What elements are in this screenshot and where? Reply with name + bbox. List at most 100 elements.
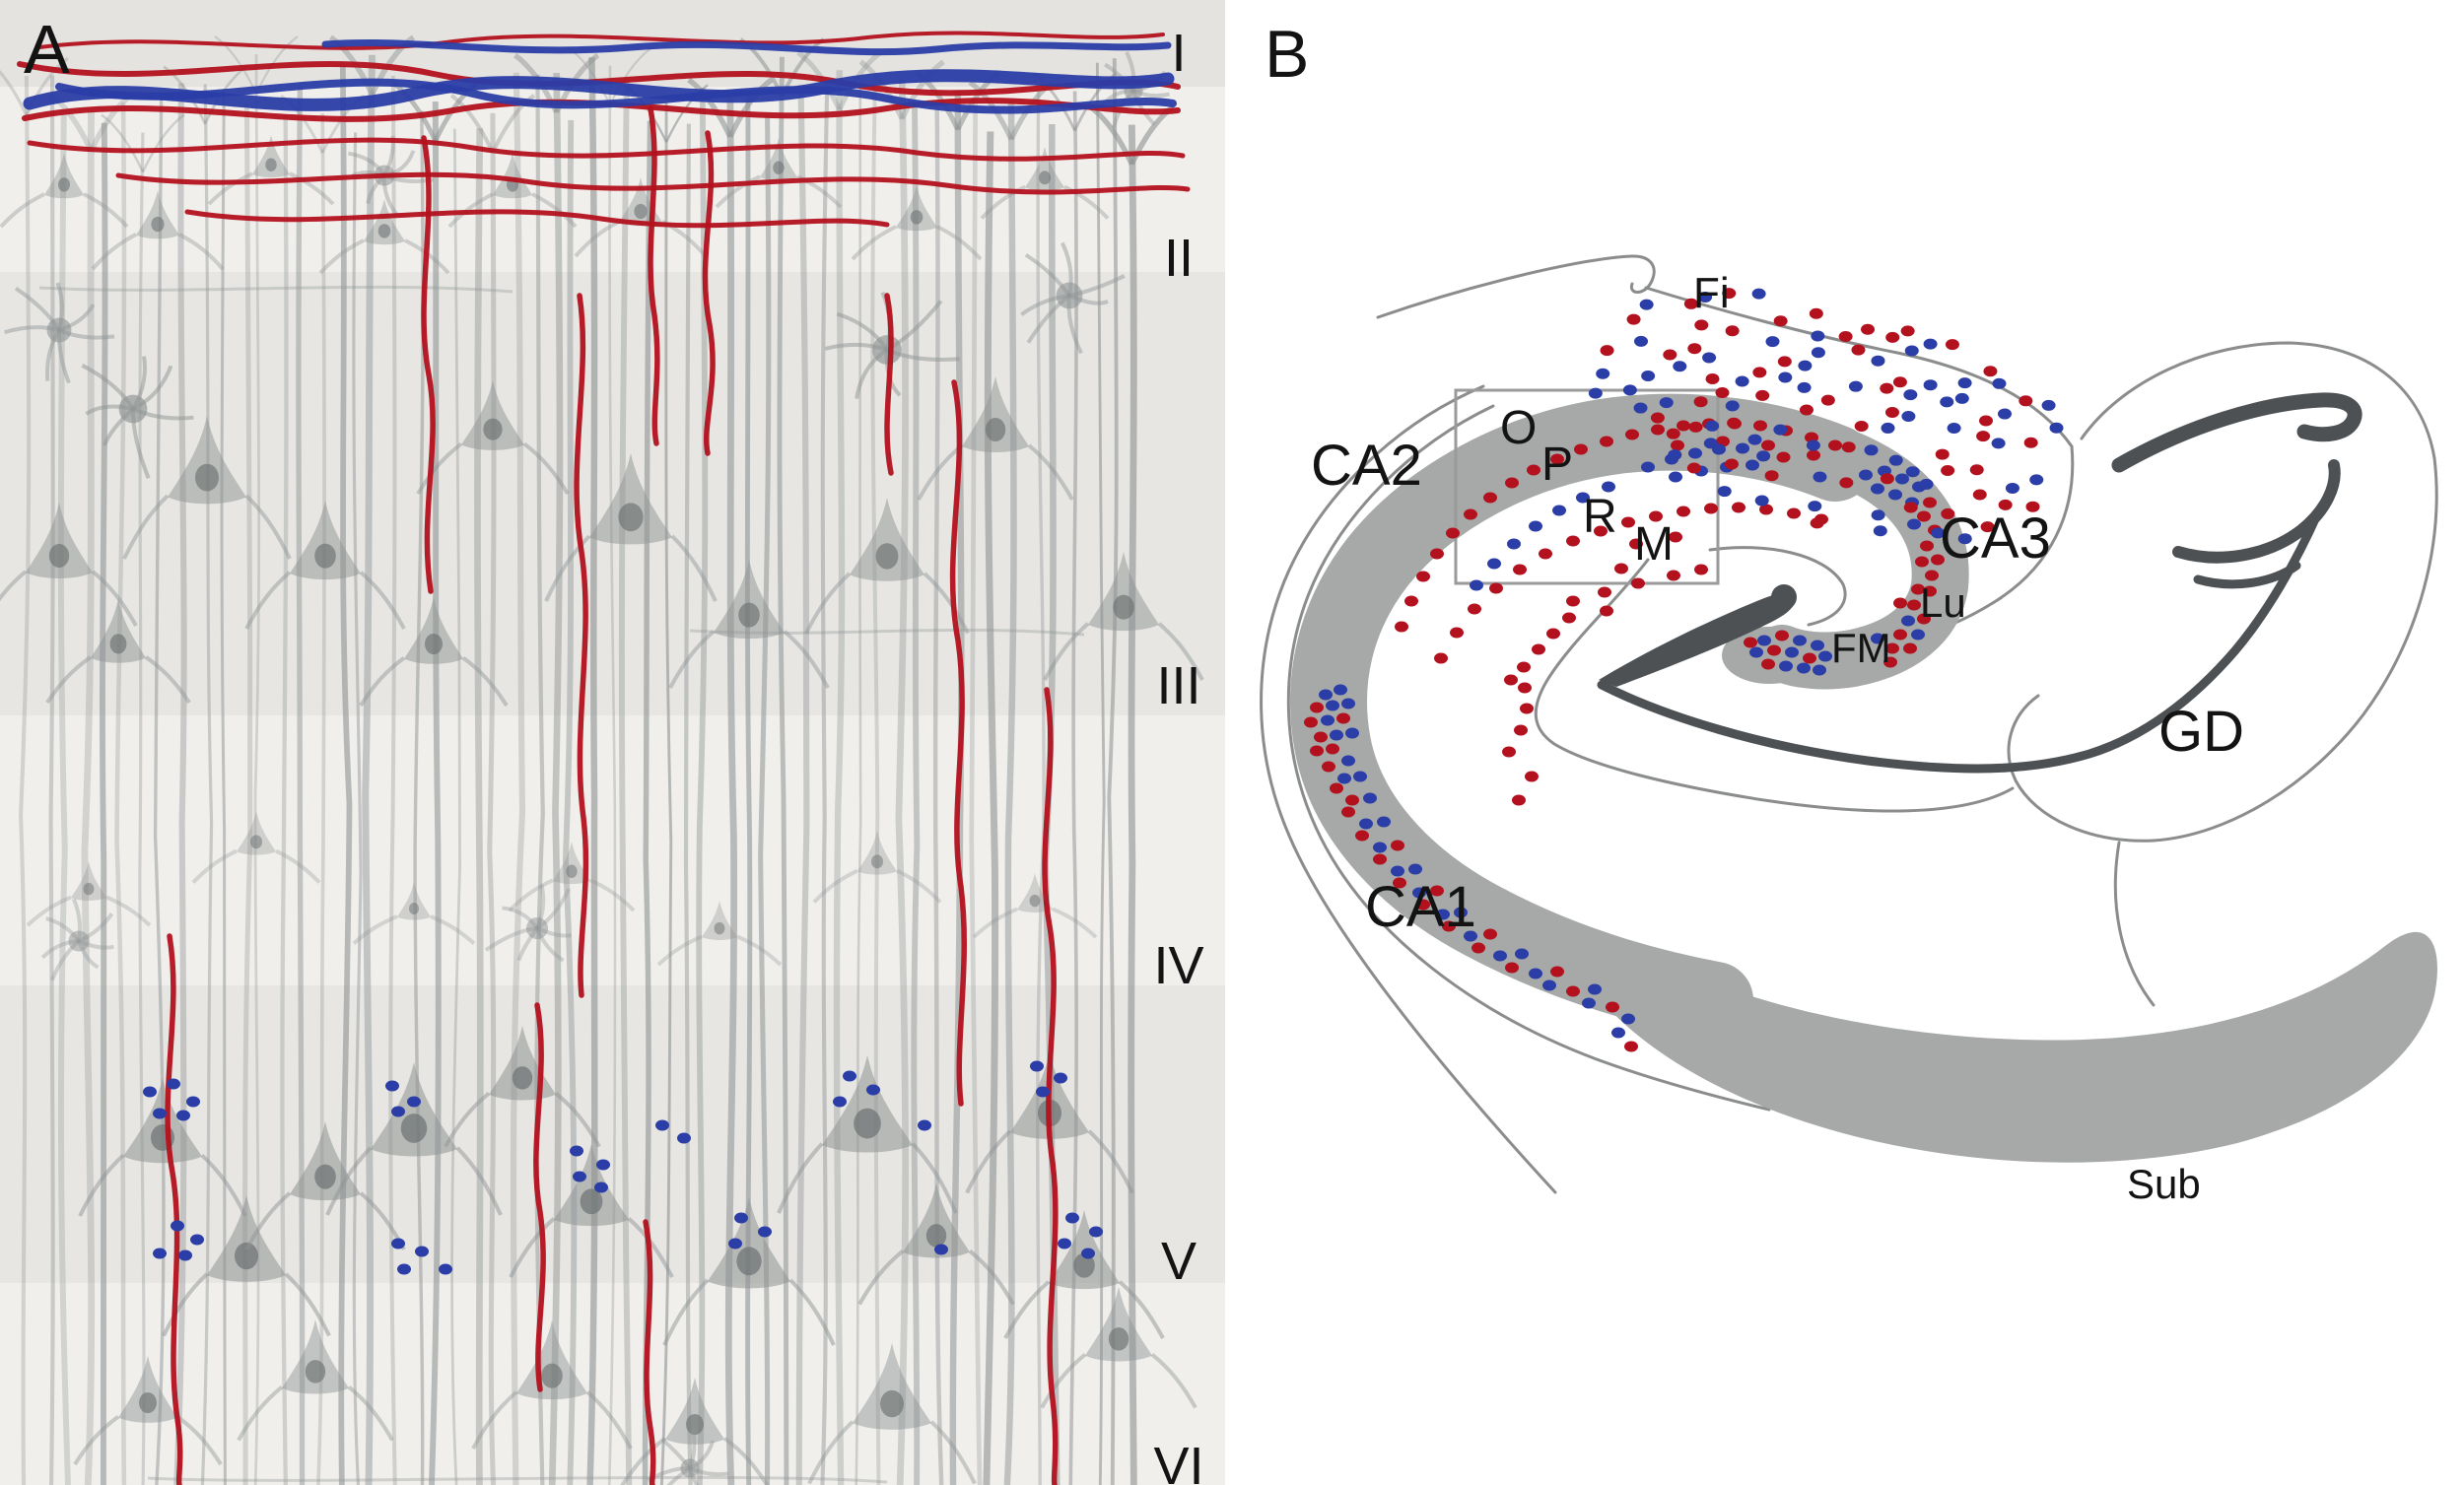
neuron-nucleus bbox=[566, 864, 578, 878]
pyramidal-neuron bbox=[554, 1144, 629, 1227]
cell-dot bbox=[1669, 531, 1682, 543]
basal-dendrite bbox=[777, 1142, 824, 1214]
basal-dendrite bbox=[105, 895, 152, 927]
neuron-nucleus bbox=[1108, 1327, 1129, 1351]
basal-dendrite bbox=[857, 1249, 905, 1306]
cell-dot bbox=[1893, 629, 1907, 641]
layer1-blue-fiber bbox=[23, 69, 1175, 111]
neuron-nucleus bbox=[880, 1389, 904, 1418]
cell-dot bbox=[1931, 554, 1945, 566]
neuron-silhouettes bbox=[0, 50, 1204, 1485]
cell-dot bbox=[1483, 492, 1497, 504]
cell-dot bbox=[1667, 570, 1680, 581]
basal-dendrite bbox=[122, 494, 170, 560]
descending-red-fibers bbox=[165, 105, 1059, 1485]
interneuron-soma bbox=[118, 394, 148, 424]
cell-dot bbox=[1923, 338, 1938, 350]
layer-label-III: III bbox=[1156, 656, 1200, 715]
cell-dot bbox=[1859, 469, 1873, 481]
ca2-inset-box bbox=[1454, 388, 1720, 585]
pyramidal-neuron bbox=[290, 1121, 361, 1201]
neuron-nucleus bbox=[195, 463, 219, 492]
basal-dendrite bbox=[715, 174, 761, 209]
cell-dot bbox=[1904, 345, 1919, 357]
neuron-nucleus bbox=[58, 177, 70, 192]
cell-dot bbox=[1777, 356, 1792, 368]
cell-dot bbox=[1304, 716, 1318, 728]
cell-dot bbox=[1686, 462, 1701, 474]
cell-dot bbox=[1483, 928, 1497, 940]
vertical-fiber bbox=[114, 102, 127, 1485]
vertical-fiber bbox=[57, 111, 71, 1485]
cell-dot bbox=[1885, 331, 1900, 343]
neuron-nucleus bbox=[305, 1360, 326, 1384]
interneuron-soma bbox=[68, 930, 90, 952]
vertical-fiber bbox=[586, 57, 598, 1485]
cell-dot bbox=[1517, 661, 1531, 673]
descending-red-fiber bbox=[643, 1219, 656, 1485]
basal-dendrite bbox=[237, 1385, 284, 1442]
cell-dot bbox=[1903, 642, 1917, 654]
neuron-nucleus bbox=[48, 544, 70, 568]
pyramidal-neuron bbox=[857, 831, 897, 875]
cell-dot bbox=[1468, 603, 1481, 615]
pyramidal-neuron bbox=[282, 1319, 349, 1394]
cell-dot bbox=[1631, 577, 1645, 589]
vertical-fiber bbox=[607, 65, 617, 1485]
descending-red-fiber bbox=[1042, 687, 1059, 1485]
cell-dot bbox=[1626, 313, 1641, 325]
cell-dot bbox=[594, 1181, 608, 1193]
stray-fiber bbox=[38, 285, 513, 294]
cell-dot bbox=[1848, 380, 1863, 392]
cell-dot bbox=[1752, 367, 1767, 378]
basal-dendrite bbox=[455, 1146, 503, 1216]
interneuron-soma bbox=[872, 335, 902, 365]
cell-dot bbox=[1363, 792, 1377, 804]
neuron-nucleus bbox=[985, 418, 1006, 441]
cell-dot bbox=[1319, 689, 1333, 701]
pyramidal-neuron bbox=[1088, 552, 1159, 632]
vertical-fiber bbox=[932, 101, 944, 1485]
cell-dot bbox=[1694, 564, 1708, 575]
cell-dot bbox=[1550, 966, 1564, 978]
cell-dot bbox=[1373, 853, 1387, 865]
cell-dot bbox=[734, 1212, 748, 1224]
layer1-horizontal-fibers bbox=[17, 31, 1191, 229]
cell-dot bbox=[1703, 438, 1718, 449]
pyramidal-neuron bbox=[822, 1055, 913, 1153]
cell-dot bbox=[1808, 501, 1822, 512]
cell-dot bbox=[570, 1145, 583, 1157]
cell-dot bbox=[1895, 473, 1909, 485]
basal-dendrite bbox=[1150, 1353, 1198, 1409]
cell-dot bbox=[1907, 599, 1921, 611]
cell-dot bbox=[655, 1119, 669, 1131]
vertical-fiber bbox=[19, 76, 32, 1485]
vertical-fiber bbox=[642, 120, 653, 1485]
cell-dot bbox=[1542, 979, 1556, 991]
neuron-nucleus bbox=[736, 1247, 762, 1276]
vertical-fiber bbox=[683, 123, 693, 1485]
basal-dendrite bbox=[896, 868, 942, 904]
cell-dot bbox=[1919, 478, 1934, 490]
cell-dot bbox=[1915, 556, 1929, 568]
vertical-fiber bbox=[562, 119, 578, 1485]
basal-dendrite bbox=[788, 1278, 836, 1346]
cell-dot bbox=[1377, 816, 1391, 828]
basal-dendrite bbox=[1063, 184, 1110, 220]
cell-dot bbox=[1947, 423, 1961, 435]
cell-dot bbox=[1525, 771, 1539, 782]
interneuron-soma bbox=[1056, 282, 1083, 309]
pyramidal-neuron bbox=[71, 861, 106, 902]
cell-dot bbox=[1779, 660, 1793, 672]
cell-dot bbox=[1472, 942, 1485, 954]
pyramidal-neuron bbox=[91, 599, 146, 663]
pyramidal-neuron bbox=[516, 1320, 587, 1400]
cell-dot bbox=[415, 1246, 429, 1257]
cell-dot bbox=[1983, 366, 1998, 377]
pyramidal-neuron bbox=[168, 416, 246, 505]
cell-dot bbox=[186, 1096, 200, 1108]
right-lobe-outline bbox=[2007, 341, 2438, 843]
vertical-fiber bbox=[870, 76, 881, 1485]
cell-dot bbox=[1807, 449, 1820, 461]
